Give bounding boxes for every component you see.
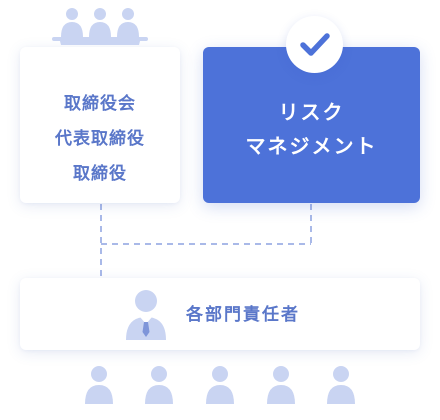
conference-table-icon: [52, 8, 148, 45]
board-line-directors-board: 取締役会: [64, 94, 136, 114]
risk-management-card: リスク マネジメント: [203, 47, 420, 203]
check-icon: [300, 33, 330, 56]
department-managers-label: 各部門責任者: [186, 305, 300, 325]
board-card: 取締役会 代表取締役 取締役: [20, 47, 180, 203]
person-with-tie-icon: [126, 290, 166, 340]
person-icon: [206, 366, 234, 404]
board-line-director: 取締役: [73, 164, 127, 184]
person-icon: [267, 366, 295, 404]
person-icon: [85, 366, 113, 404]
department-managers-card: [20, 278, 420, 350]
person-icon: [145, 366, 173, 404]
risk-line-2: マネジメント: [245, 134, 378, 158]
risk-line-1: リスク: [278, 100, 345, 124]
board-members-list: 取締役会 代表取締役 取締役: [20, 87, 180, 192]
board-line-representative-director: 代表取締役: [55, 129, 145, 149]
check-badge: [286, 16, 343, 73]
person-icon: [327, 366, 355, 404]
risk-management-title: リスク マネジメント: [203, 95, 420, 163]
